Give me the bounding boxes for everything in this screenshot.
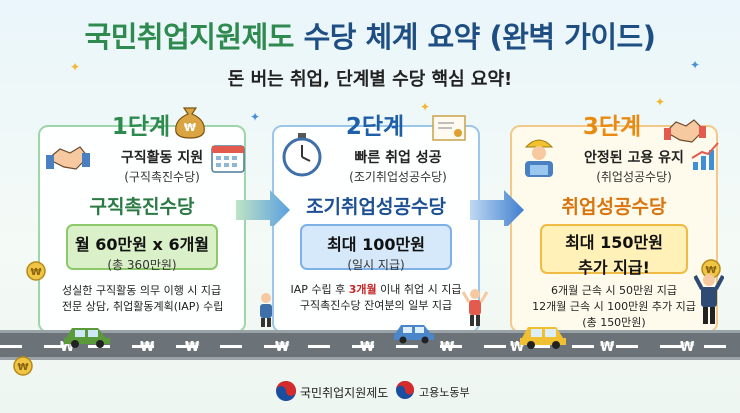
step3-subtitle: (취업성공수당): [596, 170, 672, 184]
page-title: 국민취업지원제도 수당 체계 요약 (완벽 가이드): [0, 14, 740, 56]
car-icon: [394, 325, 434, 344]
footer: 국민취업지원제도 고용노동부: [0, 376, 740, 406]
title-rest: 수당 체계 요약 (완벽 가이드): [293, 20, 656, 54]
step2-note: IAP 수립 후 3개월 이내 취업 시 지급 구직촉진수당 잔여분의 일부 지…: [274, 282, 478, 314]
step2-amount-note: (일시 지급): [347, 258, 405, 272]
road-won-mark: ₩: [360, 340, 375, 355]
step3-card: 안정된 고용 유지 (취업성공수당) 취업성공수당 최대 150만원 추가 지급…: [510, 125, 718, 333]
handshake-icon: [46, 146, 90, 170]
step2-card: 빠른 취업 성공 (조기취업성공수당) 조기취업성공수당 최대 100만원 (일…: [272, 125, 480, 333]
step1-note-line1: 성실한 구직활동 의무 이행 시 지급: [62, 284, 222, 297]
step3-note-line1: 6개월 근속 시 50만원 지급: [550, 284, 678, 297]
step1-card: 구직활동 지원 (구직촉진수당) 구직촉진수당 월 60만원 x 6개월 (총 …: [38, 125, 246, 333]
road-won-mark: ₩: [440, 340, 455, 355]
step3-note: 6개월 근속 시 50만원 지급 12개월 근속 시 100만원 추가 지급 (…: [512, 283, 716, 331]
coin-icon: ₩: [26, 261, 46, 281]
sparkle-icon: ✦: [690, 58, 701, 72]
step3-note-line2: 12개월 근속 시 100만원 추가 지급: [532, 300, 696, 313]
coin-icon: ₩: [701, 259, 721, 279]
step3-amount-note: 추가 지급!: [578, 258, 650, 277]
step1-amount: 월 60만원 x 6개월: [74, 235, 210, 254]
arrow-right-icon: [470, 190, 524, 226]
stopwatch-icon: [282, 133, 322, 177]
coin-icon: ₩: [13, 356, 33, 376]
road-won-mark: ₩: [680, 340, 695, 355]
step1-amount-box: 월 60만원 x 6개월 (총 360만원): [66, 224, 218, 272]
step1-title: 구직활동 지원: [120, 150, 204, 166]
money-bag-icon: ₩: [175, 107, 205, 139]
road-lane-marking: [0, 345, 740, 348]
certificate-icon: [432, 115, 466, 141]
page-subtitle: 돈 버는 취업, 단계별 수당 핵심 요약!: [227, 69, 513, 90]
sparkle-icon: ✦: [250, 110, 261, 124]
step3-note-line3: (총 150만원): [582, 316, 646, 329]
ministry-logo-icon: [396, 381, 414, 399]
calendar-icon: [211, 145, 245, 173]
step2-note-highlight: 3개월: [348, 283, 377, 296]
road-won-mark: ₩: [140, 340, 155, 355]
road-won-mark: ₩: [275, 340, 290, 355]
sparkle-icon: ✦: [420, 100, 431, 114]
road: [0, 330, 740, 360]
svg-text:₩: ₩: [17, 362, 28, 373]
growth-chart-icon: [691, 142, 719, 170]
sparkle-icon: ✦: [655, 95, 666, 109]
step3-amount: 최대 150만원: [565, 233, 663, 252]
footer-org2: 고용노동부: [419, 386, 470, 399]
person-icon: [462, 289, 488, 326]
svg-text:₩: ₩: [705, 265, 716, 276]
step2-note-pre: IAP 수립 후: [290, 283, 349, 296]
taegeuk-logo-icon: [276, 381, 296, 401]
step3-allowance: 취업성공수당: [561, 196, 667, 218]
car-icon: [520, 327, 566, 349]
step1-label: 1단계: [111, 114, 171, 140]
step3-label: 3단계: [582, 114, 642, 140]
person-icon: [694, 274, 724, 324]
step2-note-line2: 구직촉진수당 잔여분의 일부 지급: [299, 299, 453, 312]
road-won-mark: ₩: [185, 340, 200, 355]
step1-note-line2: 전문 상담, 취업활동계획(IAP) 수립: [62, 300, 224, 313]
sparkle-icon: ✦: [70, 60, 81, 74]
step2-title: 빠른 취업 성공: [354, 150, 442, 166]
step1-allowance: 구직촉진수당: [89, 196, 195, 218]
title-highlight: 국민취업지원제도: [84, 20, 295, 54]
footer-org1: 국민취업지원제도: [300, 386, 389, 400]
step1-note: 성실한 구직활동 의무 이행 시 지급 전문 상담, 취업활동계획(IAP) 수…: [40, 283, 244, 315]
person-icon: [260, 293, 272, 327]
step3-title: 안정된 고용 유지: [584, 150, 684, 166]
step2-note-post: 이내 취업 시 지급: [376, 283, 462, 296]
step2-subtitle: (조기취업성공수당): [349, 170, 447, 184]
step3-amount-box: 최대 150만원 추가 지급!: [540, 224, 688, 277]
step2-note-line1: IAP 수립 후 3개월 이내 취업 시 지급: [274, 282, 478, 298]
svg-text:₩: ₩: [30, 267, 41, 278]
worker-icon: [524, 139, 554, 177]
car-icon: [64, 328, 110, 348]
handshake-icon: [664, 119, 706, 143]
step2-amount-box: 최대 100만원 (일시 지급): [300, 224, 452, 272]
svg-text:₩: ₩: [184, 121, 196, 134]
step2-allowance: 조기취업성공수당: [306, 196, 446, 218]
road-won-mark: ₩: [600, 340, 615, 355]
step1-subtitle: (구직촉진수당): [124, 170, 200, 184]
arrow-right-icon: [236, 190, 290, 226]
step2-amount: 최대 100만원: [327, 235, 425, 254]
step1-amount-total: (총 360만원): [107, 258, 177, 272]
step2-label: 2단계: [345, 114, 405, 140]
